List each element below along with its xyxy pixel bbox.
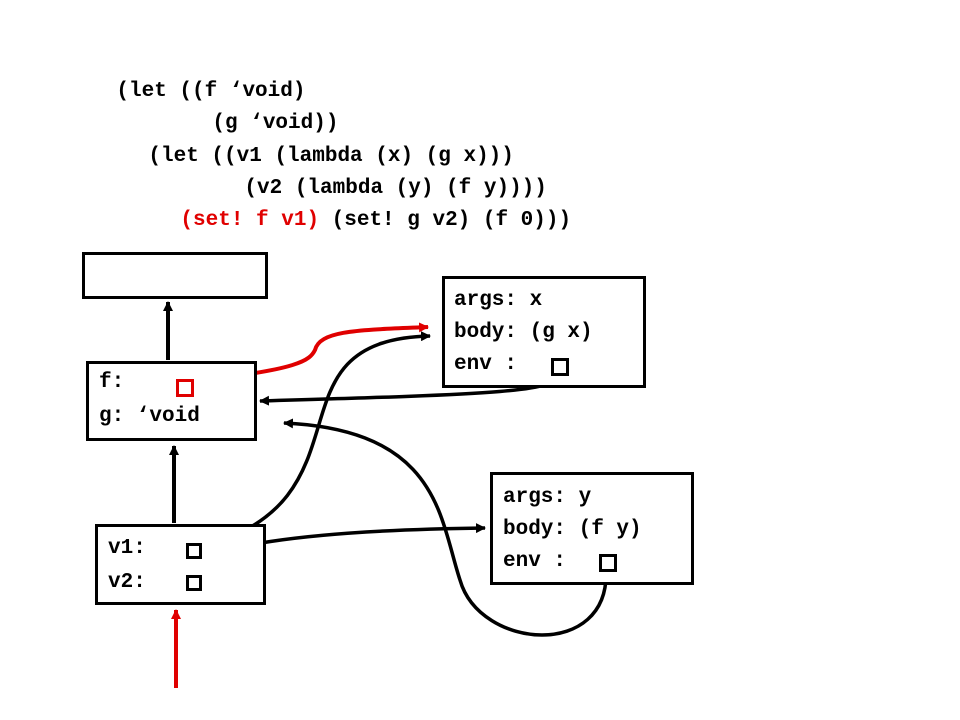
- code-listing: (let ((f ‘void) (g ‘void)) (let ((v1 (la…: [0, 0, 960, 232]
- env-pointer-slot: [551, 358, 569, 376]
- frame-var-v2: v2:: [108, 571, 146, 594]
- code-segment-highlight: (set! f v1): [180, 209, 320, 232]
- code-segment: (g ‘void)): [212, 112, 339, 135]
- closure-args: args: y: [503, 486, 592, 509]
- frame-var-f: f:: [99, 371, 125, 394]
- code-line-4: (v2 (lambda (y) (f y)))): [194, 150, 547, 228]
- code-line-1: (let ((f ‘void): [66, 53, 305, 131]
- closure-body: body: (g x): [454, 321, 593, 344]
- lambda-y-env-arrow: [283, 418, 608, 637]
- f-pointer-slot: [176, 379, 194, 397]
- closure-args: args: x: [454, 289, 543, 312]
- global-frame: [82, 252, 268, 299]
- v1-pointer-slot: [186, 543, 202, 559]
- closure-lambda-y: args: y body: (f y) env :: [490, 472, 694, 585]
- code-segment: (v2 (lambda (y) (f y)))): [244, 177, 547, 200]
- v2-pointer-slot: [186, 575, 202, 591]
- closure-lambda-x: args: x body: (g x) env :: [442, 276, 646, 388]
- code-segment: (set! g v2) (f 0))): [319, 209, 572, 232]
- env-pointer-slot: [599, 554, 617, 572]
- closure-env: env :: [503, 550, 567, 573]
- v1v2-frame: v1: v2:: [95, 524, 266, 605]
- closure-env: env :: [454, 353, 518, 376]
- code-line-2: (g ‘void)): [162, 85, 338, 163]
- code-line-3: (let ((v1 (lambda (x) (g x))): [98, 118, 514, 196]
- code-line-5: (set! f v1) (set! g v2) (f 0))): [130, 182, 571, 260]
- closure-body: body: (f y): [503, 518, 642, 541]
- frame-var-g: g: ‘void: [99, 405, 200, 428]
- f-to-lambda-x-arrow: [191, 322, 429, 383]
- fg-frame: f: g: ‘void: [86, 361, 257, 441]
- code-segment: (let ((f ‘void): [116, 80, 306, 103]
- frame-var-v1: v1:: [108, 537, 146, 560]
- code-segment: (let ((v1 (lambda (x) (g x))): [148, 145, 514, 168]
